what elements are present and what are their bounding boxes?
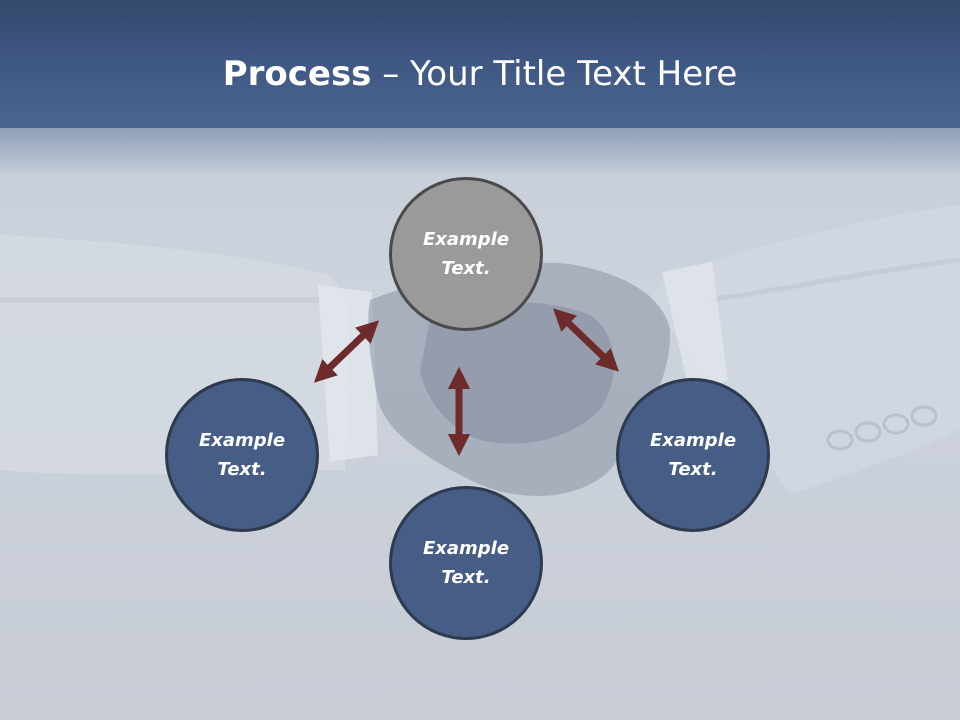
node-top: Example Text. — [389, 177, 543, 331]
title-bold: Process — [222, 54, 372, 94]
arrow-top-left — [313, 320, 380, 383]
node-top-label: Example Text. — [422, 229, 510, 279]
node-right-label: Example Text. — [649, 430, 737, 480]
arrow-top-right — [552, 308, 620, 372]
node-bottom: Example Text. — [389, 486, 543, 640]
slide-title: Process – Your Title Text Here — [0, 52, 960, 96]
header-bar — [0, 0, 960, 128]
title-rest: – Your Title Text Here — [371, 54, 738, 94]
node-left: Example Text. — [165, 378, 319, 532]
header-fade — [0, 128, 960, 178]
node-right: Example Text. — [616, 378, 770, 532]
node-left-label: Example Text. — [198, 430, 286, 480]
node-bottom-label: Example Text. — [422, 538, 510, 588]
